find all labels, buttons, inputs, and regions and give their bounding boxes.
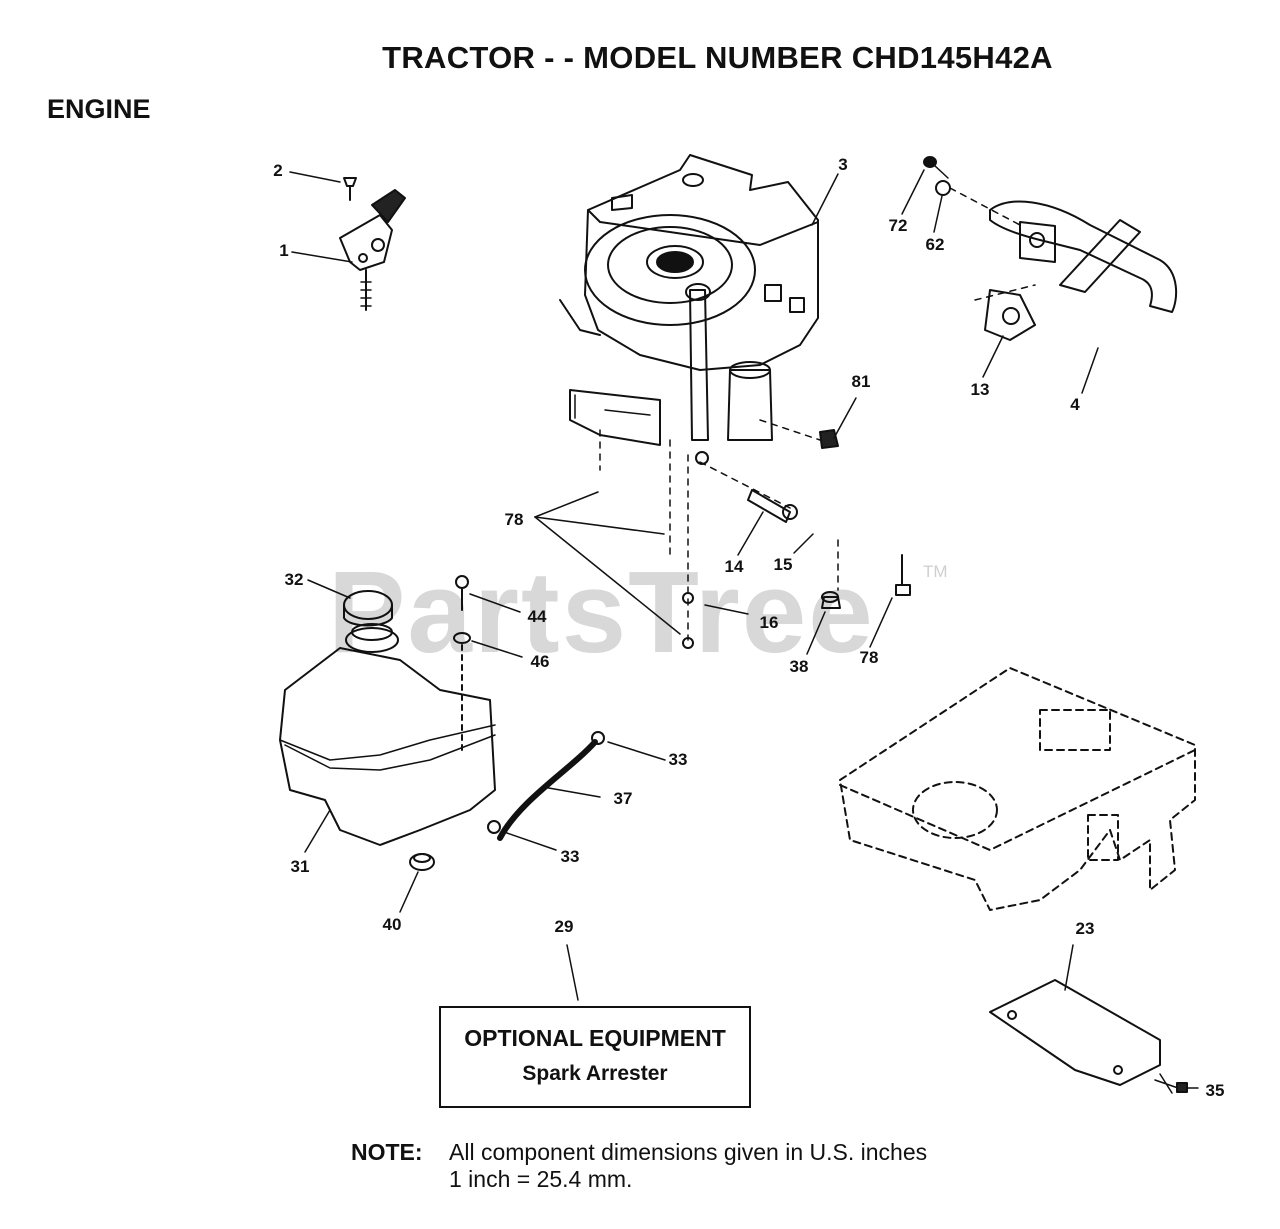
callout-1: 1 xyxy=(279,241,289,260)
callout-78-left: 78 xyxy=(504,510,524,529)
callout-31: 31 xyxy=(290,857,310,876)
callout-33-lower: 33 xyxy=(560,847,580,866)
optional-equipment-box: OPTIONAL EQUIPMENT Spark Arrester xyxy=(439,1006,751,1108)
page-title: TRACTOR - - MODEL NUMBER CHD145H42A xyxy=(382,40,1053,75)
callout-23: 23 xyxy=(1075,919,1095,938)
tractor-frame-part xyxy=(839,667,1196,911)
optional-equipment-item: Spark Arrester xyxy=(522,1062,668,1085)
callout-leader-lines xyxy=(289,169,1199,1089)
callout-72: 72 xyxy=(888,216,908,235)
callout-62: 62 xyxy=(925,235,945,254)
callout-13: 13 xyxy=(970,380,990,399)
callout-2: 2 xyxy=(273,161,283,180)
engine-part xyxy=(559,154,819,465)
throttle-control-part xyxy=(339,177,406,311)
callout-78-right: 78 xyxy=(859,648,879,667)
callout-81: 81 xyxy=(851,372,871,391)
optional-equipment-title: OPTIONAL EQUIPMENT xyxy=(464,1025,726,1051)
fuel-tank-part xyxy=(279,575,605,871)
note-line-2: 1 inch = 25.4 mm. xyxy=(449,1166,633,1192)
callout-29: 29 xyxy=(554,917,574,936)
muffler-part xyxy=(923,156,1178,341)
callout-14: 14 xyxy=(724,557,744,576)
callout-37: 37 xyxy=(613,789,633,808)
callout-32: 32 xyxy=(284,570,304,589)
assembly-dashed-lines xyxy=(599,187,1036,641)
note-line-1: All component dimensions given in U.S. i… xyxy=(449,1139,928,1165)
watermark-logo: PartsTree xyxy=(328,547,875,677)
callout-35: 35 xyxy=(1205,1081,1225,1100)
callout-44: 44 xyxy=(527,607,547,626)
mounting-bracket-part xyxy=(989,979,1188,1094)
dimension-note: NOTE: All component dimensions given in U… xyxy=(351,1139,927,1193)
engine-hardware-parts xyxy=(682,429,911,649)
callout-3: 3 xyxy=(838,155,848,174)
callout-4: 4 xyxy=(1070,395,1080,414)
callout-16: 16 xyxy=(759,613,779,632)
section-heading: ENGINE xyxy=(47,94,151,124)
callout-15: 15 xyxy=(773,555,793,574)
callout-40: 40 xyxy=(382,915,402,934)
note-text: All component dimensions given in U.S. i… xyxy=(449,1139,927,1193)
callout-38: 38 xyxy=(789,657,809,676)
note-label: NOTE: xyxy=(351,1139,423,1165)
watermark-trademark: TM xyxy=(923,562,948,581)
callout-46: 46 xyxy=(530,652,550,671)
callout-33-upper: 33 xyxy=(668,750,688,769)
